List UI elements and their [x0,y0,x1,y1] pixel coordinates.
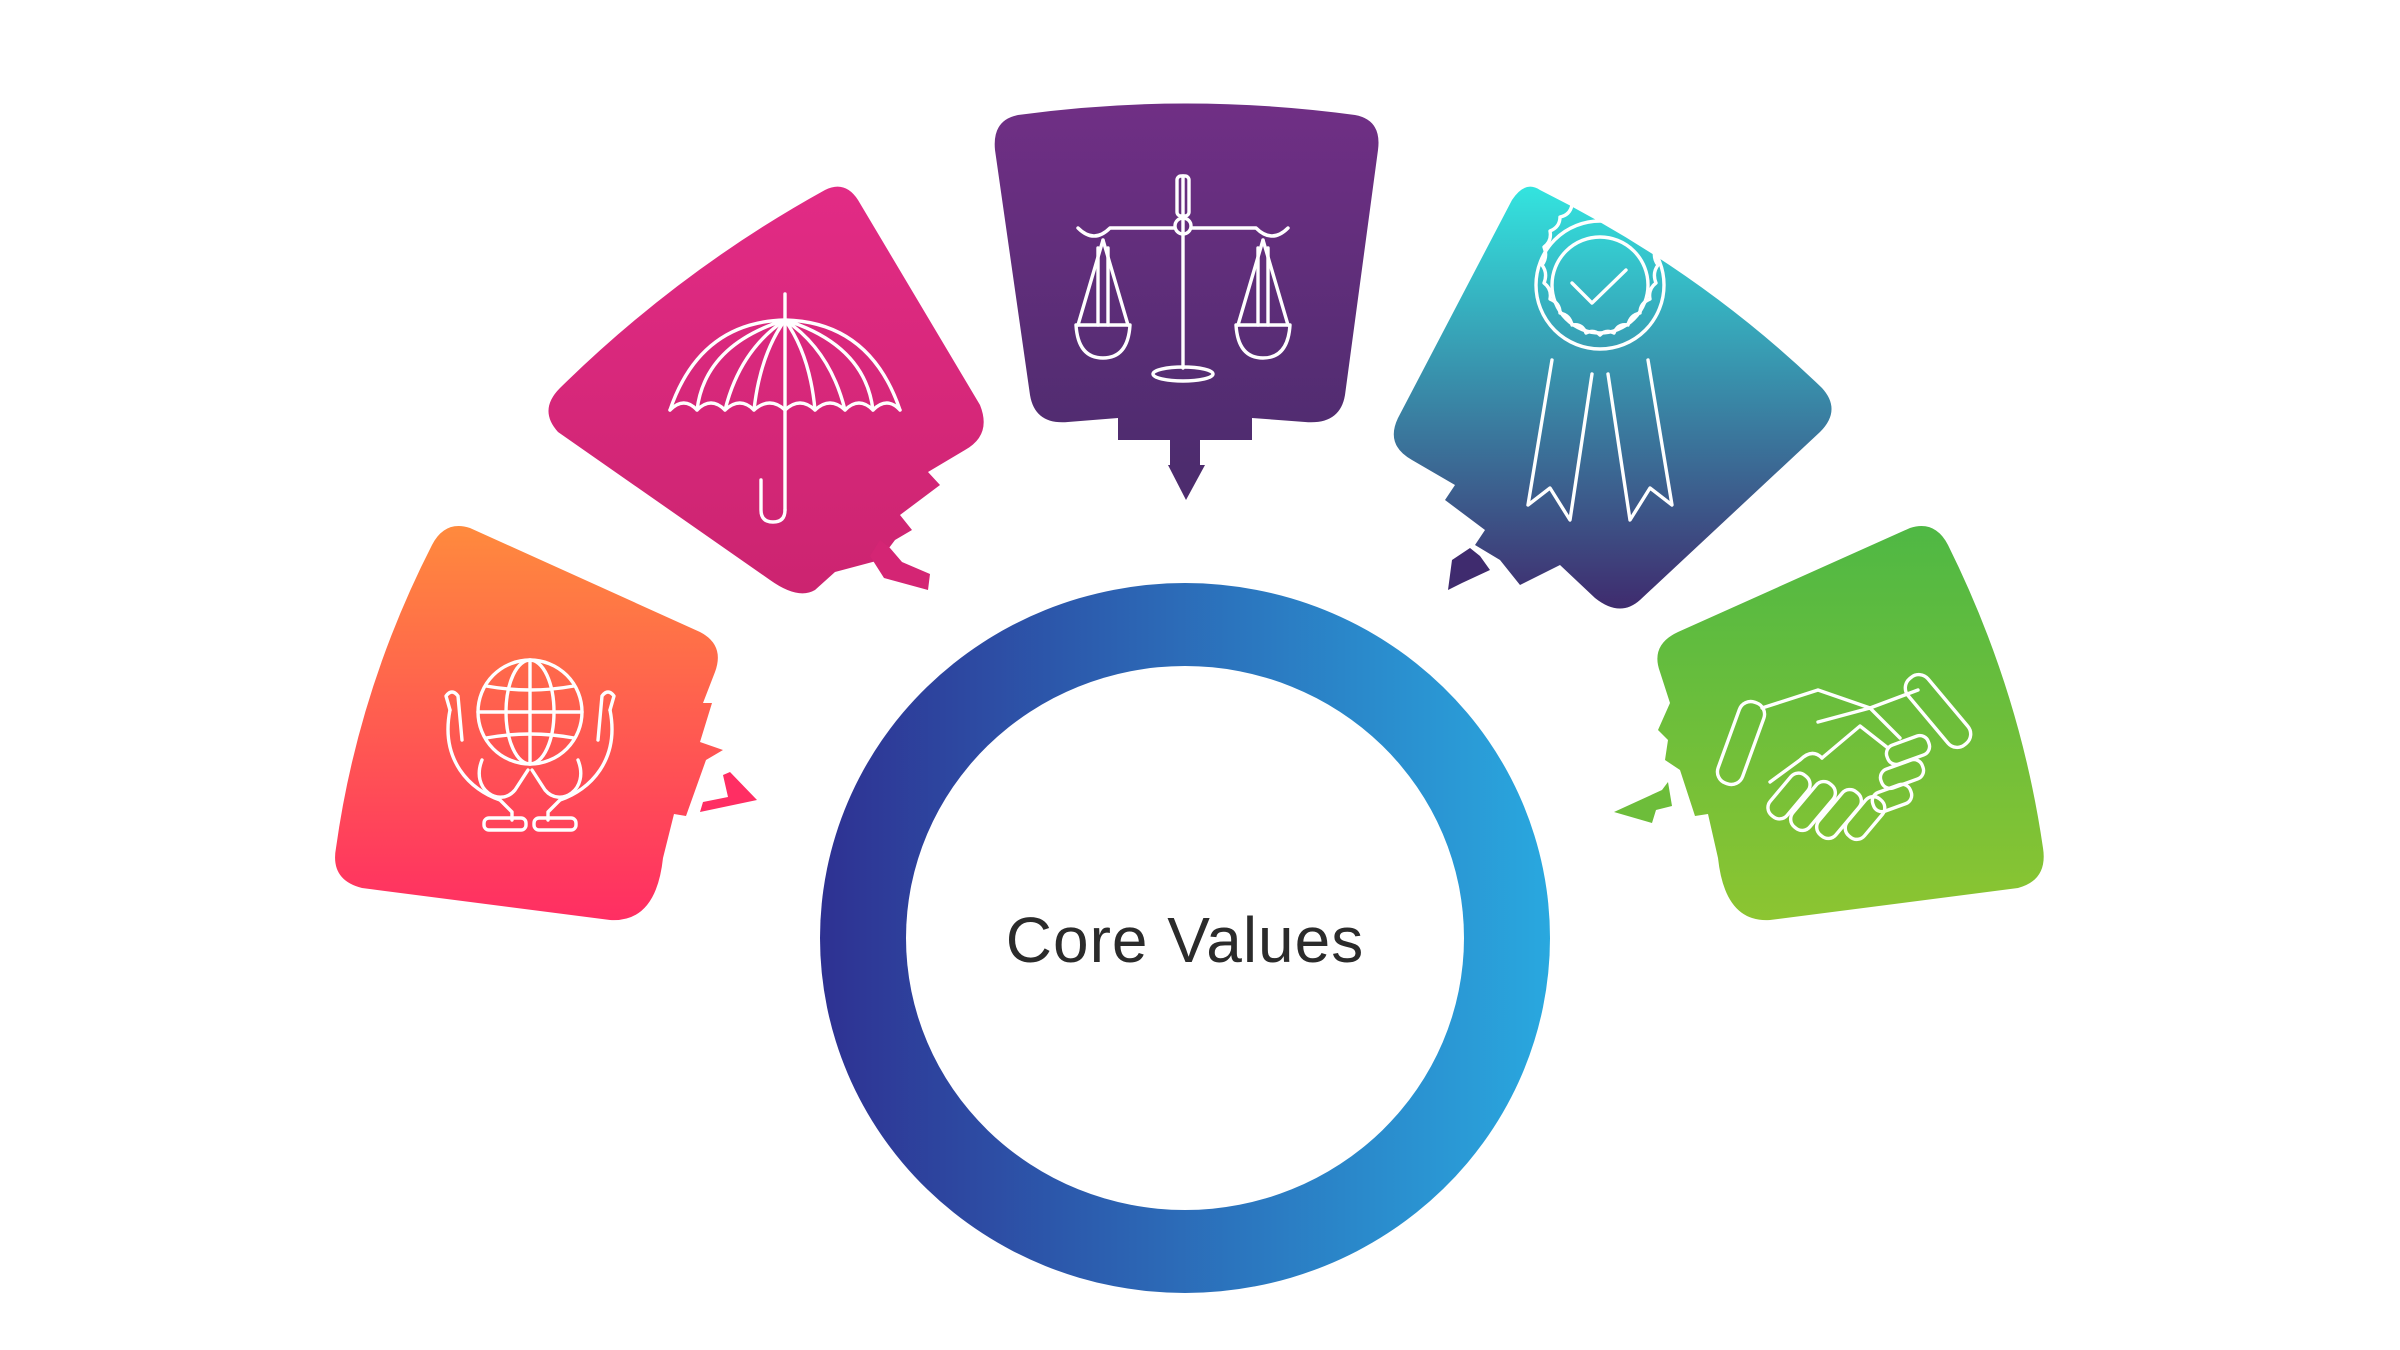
umbrella-icon [668,292,902,524]
panel-arrow-pink [870,540,930,590]
value-panel-5 [1614,526,2044,921]
value-panel-2 [548,186,984,594]
center-title: Core Values [1006,904,1364,976]
handshake-icon [1715,672,1973,842]
panel-shape-pink [548,186,984,594]
value-panel-4 [1393,186,1832,609]
panel-shape-green [1657,526,2044,921]
panel-arrow-orange [700,772,757,812]
globe-in-hands-icon [444,658,616,832]
value-panel-3 [994,103,1379,500]
award-ribbon-check-icon [1526,193,1674,522]
value-panel-1 [335,526,757,921]
ring-inner [906,666,1464,1210]
panel-arrow-green [1614,782,1672,823]
balance-scale-icon [1074,174,1292,383]
panel-shape-purple [994,103,1379,465]
panel-arrow-teal [1448,548,1490,590]
center-ring: Core Values [820,583,1550,1293]
panel-arrow-purple [1168,465,1205,500]
